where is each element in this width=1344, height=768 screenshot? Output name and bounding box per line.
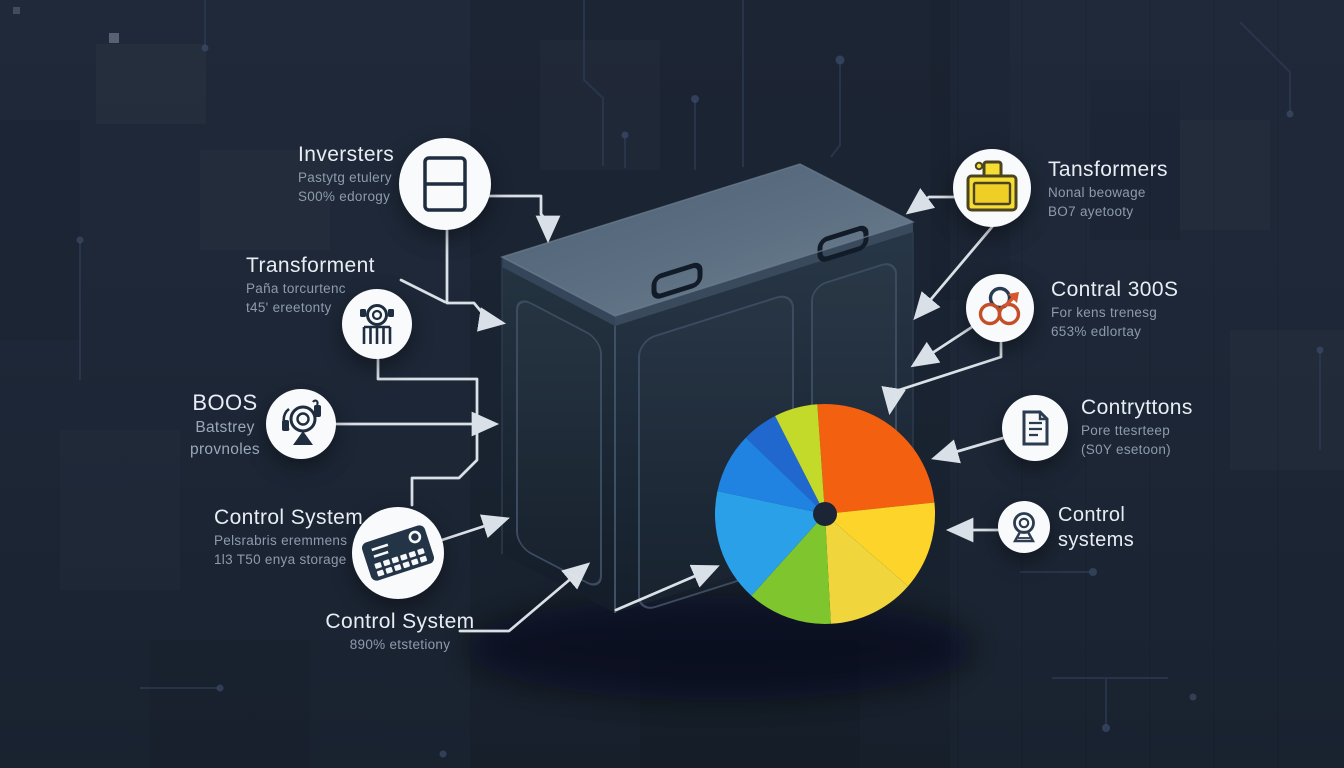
connector-inverters-top: [487, 194, 561, 244]
label-inverters-sub1: Pastytg etulery: [298, 170, 392, 185]
node-transformers-right[interactable]: [953, 149, 1031, 227]
label-transformers-right-sub2: BO7 ayetooty: [1048, 204, 1134, 219]
label-inverters-title: Inversters: [298, 143, 395, 166]
circuit-traces: [79, 0, 1321, 726]
label-transforment-sub1: Paña torcurtenc: [246, 281, 346, 296]
label-contral-300s-sub2: 653% edlortay: [1051, 324, 1142, 339]
label-boos: BOOS Batstrey provnoles: [158, 390, 292, 460]
pie-chart: [715, 404, 936, 624]
node-inverters[interactable]: [399, 138, 491, 230]
inverter-cell-icon: [423, 156, 467, 212]
label-inverters-sub2: S00% edorogy: [298, 189, 391, 204]
label-contryttons-sub2: (S0Y esetoon): [1081, 442, 1171, 457]
webcam-icon: [1012, 512, 1036, 543]
node-contryttons[interactable]: [1002, 395, 1068, 461]
connector-transformers-right-diag: [913, 225, 994, 321]
pie-slice-green: [751, 514, 831, 624]
node-contral-300s[interactable]: [966, 274, 1034, 342]
label-control-system-left-sub1: Pelsrabris eremmens: [214, 533, 348, 548]
label-control-system-bottom-title: Control System: [325, 610, 475, 633]
label-contral-300s-sub1: For kens trenesg: [1051, 305, 1158, 320]
pie-slice-yellow-green: [775, 404, 825, 514]
label-boos-sub1: Batstrey: [195, 419, 255, 436]
node-boos[interactable]: [266, 389, 336, 459]
document-icon: [1022, 410, 1049, 446]
label-contryttons: Contryttons Pore ttesrteep (S0Y esetoon): [1081, 396, 1193, 458]
connector-inverters-side: [445, 228, 507, 332]
label-control-system-left: Control System Pelsrabris eremmens 1l3 T…: [214, 506, 363, 568]
label-contryttons-title: Contryttons: [1081, 396, 1193, 419]
label-contral-300s-title: Contral 300S: [1051, 278, 1179, 301]
label-control-system-bottom-sub1: 890% etstetiony: [349, 637, 451, 652]
label-control-systems-right-line2: systems: [1058, 529, 1135, 551]
battery-panel-left: [516, 300, 602, 586]
circles-growth-icon: [978, 286, 1021, 326]
connector-transforment-stub: [399, 278, 447, 304]
pie-slice-orange: [817, 404, 935, 514]
label-transformers-right-sub1: Nonal beowage: [1048, 185, 1146, 200]
connector-control-bottom: [458, 562, 591, 633]
label-boos-title: BOOS: [192, 390, 258, 415]
label-control-systems-right-line1: Control: [1058, 504, 1126, 526]
pie-slice-light-blue: [715, 491, 825, 596]
battery-top-face: [502, 164, 913, 316]
label-transforment-title: Transforment: [246, 254, 375, 277]
label-control-system-bottom: Control System 890% etstetiony: [310, 610, 490, 653]
label-control-system-left-title: Control System: [214, 506, 364, 529]
pie-slice-dark-blue: [745, 416, 825, 514]
connector-contryttons: [931, 436, 1005, 464]
label-transformers-right-title: Tansformers: [1048, 158, 1168, 181]
node-control-systems-right[interactable]: [998, 501, 1050, 553]
label-control-system-left-sub2: 1l3 T50 enya storage: [214, 552, 347, 567]
pie-slice-yellow-bottom: [825, 514, 908, 624]
pie-center-hole: [813, 502, 837, 526]
label-transforment: Transforment Paña torcurtenc t45' ereeto…: [246, 254, 375, 316]
connector-control-left: [440, 514, 510, 542]
label-boos-sub2: provnoles: [190, 441, 260, 458]
battery-handle-left: [651, 262, 703, 299]
connector-lines: [334, 188, 1005, 633]
connector-transformer-down: [376, 357, 479, 507]
connector-contral-to-pie: [881, 340, 1003, 416]
connector-transformers-right-top: [905, 188, 956, 215]
node-control-system-left[interactable]: [352, 507, 444, 599]
label-control-systems-right: Control systems: [1058, 503, 1134, 553]
label-contryttons-sub1: Pore ttesrteep: [1081, 423, 1170, 438]
transformer-coil-icon: [360, 304, 394, 344]
label-transforment-sub2: t45' ereetonty: [246, 300, 332, 315]
battery-illustration: [465, 163, 975, 700]
label-inverters: Inversters Pastytg etulery S00% edorogy: [298, 143, 394, 205]
circuit-dots: [76, 44, 1324, 758]
battery-shadow: [465, 596, 975, 700]
yellow-battery-icon: [966, 160, 1018, 212]
connector-battery-to-pie: [614, 564, 720, 612]
label-contral-300s: Contral 300S For kens trenesg 653% edlor…: [1051, 278, 1178, 340]
connector-contral-diag: [910, 325, 974, 368]
remote-keypad-icon: [361, 525, 435, 581]
pie-slice-blue: [717, 437, 825, 514]
pie-slice-yellow-right: [825, 502, 936, 587]
battery-left-face: [502, 257, 615, 613]
node-transformer-left[interactable]: [342, 289, 412, 359]
label-transformers-right: Tansformers Nonal beowage BO7 ayetooty: [1048, 158, 1168, 220]
bms-camera-icon: [282, 399, 321, 445]
